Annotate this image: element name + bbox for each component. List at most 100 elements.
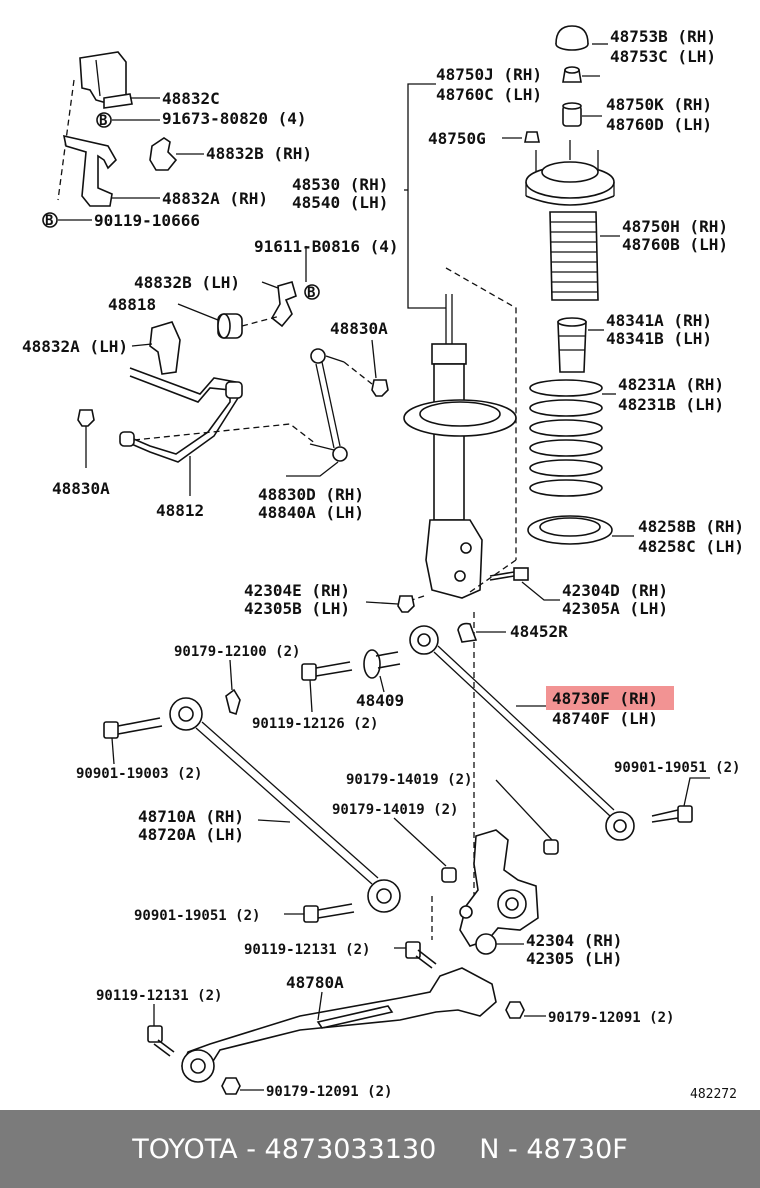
label-48830d: 48830D (RH) bbox=[258, 485, 364, 504]
stabilizer-bar bbox=[119, 367, 243, 463]
footer-gap bbox=[436, 1134, 479, 1165]
strut-cap-part bbox=[555, 25, 589, 51]
suspension-parts-diagram: B B B bbox=[22, 25, 744, 1102]
nut-48830a-left bbox=[77, 409, 95, 427]
label-90901-19003: 90901-19003 (2) bbox=[76, 766, 202, 782]
label-48409: 48409 bbox=[356, 691, 404, 710]
label-91611-b0816: 91611-B0816 (4) bbox=[254, 237, 399, 256]
trailing-arm-48780a bbox=[181, 967, 497, 1083]
stabilizer-bracket-48832a-lh bbox=[149, 321, 181, 375]
label-48812: 48812 bbox=[156, 501, 204, 520]
label-48231a: 48231A (RH) bbox=[618, 375, 724, 394]
label-48341a: 48341A (RH) bbox=[606, 311, 712, 330]
coil-spring bbox=[529, 379, 603, 497]
label-48832b-rh: 48832B (RH) bbox=[206, 144, 312, 163]
stabilizer-bracket-48832b-lh bbox=[270, 281, 297, 328]
label-48830a-top: 48830A bbox=[330, 319, 388, 338]
strut-support-mount bbox=[525, 140, 615, 206]
diagram-code: 482272 bbox=[690, 1087, 737, 1102]
label-48753b: 48753B (RH) bbox=[610, 27, 716, 46]
b-bolt-marker-2: B bbox=[42, 212, 58, 229]
label-48840a: 48840A (LH) bbox=[258, 503, 364, 522]
control-arm-48710a bbox=[169, 697, 401, 913]
dust-boot-bellows bbox=[549, 211, 599, 301]
label-90119-12131-a: 90119-12131 (2) bbox=[244, 942, 370, 958]
svg-text:B: B bbox=[45, 213, 53, 229]
bolt-90901-19051-right bbox=[651, 805, 693, 823]
steering-knuckle bbox=[459, 829, 539, 955]
nut-90179-14019-a bbox=[543, 839, 559, 855]
label-48780a: 48780A bbox=[286, 973, 344, 992]
label-90901-19051-right: 90901-19051 (2) bbox=[614, 760, 740, 776]
footer-part-number: 4873033130 bbox=[264, 1133, 437, 1165]
label-42304: 42304 (RH) bbox=[526, 931, 622, 950]
label-48832b-lh: 48832B (LH) bbox=[134, 273, 240, 292]
footer-bar: TOYOTA - 4873033130 N - 48730F bbox=[0, 1110, 760, 1188]
svg-text:B: B bbox=[307, 285, 315, 301]
nut-42304e bbox=[397, 595, 415, 613]
label-42305: 42305 (LH) bbox=[526, 949, 622, 968]
spring-insulator bbox=[527, 515, 613, 545]
label-48760b: 48760B (LH) bbox=[622, 235, 728, 254]
shock-absorber bbox=[403, 294, 517, 599]
stabilizer-bracket-48832a-rh bbox=[62, 134, 117, 207]
label-42305b: 42305B (LH) bbox=[244, 599, 350, 618]
label-48750g: 48750G bbox=[428, 129, 486, 148]
label-90901-19051-left: 90901-19051 (2) bbox=[134, 908, 260, 924]
b-bolt-marker-1: B bbox=[96, 112, 112, 129]
label-48730f: 48730F (RH) bbox=[552, 689, 658, 708]
bolt-90119-12131-b bbox=[147, 1025, 175, 1057]
label-90179-14019-b: 90179-14019 (2) bbox=[332, 802, 458, 818]
label-48231b: 48231B (LH) bbox=[618, 395, 724, 414]
label-48750j: 48750J (RH) bbox=[436, 65, 542, 84]
label-48760c: 48760C (LH) bbox=[436, 85, 542, 104]
label-48258c: 48258C (LH) bbox=[638, 537, 744, 556]
label-48341b: 48341B (LH) bbox=[606, 329, 712, 348]
bolt-42304d bbox=[489, 567, 529, 581]
nut-90179-12100 bbox=[225, 688, 241, 716]
label-48740f: 48740F (LH) bbox=[552, 709, 658, 728]
label-48540: 48540 (LH) bbox=[292, 193, 388, 212]
label-48832a-lh: 48832A (LH) bbox=[22, 337, 128, 356]
label-90179-12091-b: 90179-12091 (2) bbox=[266, 1084, 392, 1100]
nut-48452r bbox=[457, 622, 478, 643]
stabilizer-bushing-48818 bbox=[217, 313, 243, 339]
nut-90179-12091-b bbox=[221, 1077, 241, 1095]
bolt-90119-12131-a bbox=[405, 941, 437, 969]
label-90119-10666: 90119-10666 bbox=[94, 211, 200, 230]
label-48530: 48530 (RH) bbox=[292, 175, 388, 194]
label-48818: 48818 bbox=[108, 295, 156, 314]
svg-text:B: B bbox=[99, 113, 107, 129]
label-90179-12091-a: 90179-12091 (2) bbox=[548, 1010, 674, 1026]
label-48750k: 48750K (RH) bbox=[606, 95, 712, 114]
label-48258b: 48258B (RH) bbox=[638, 517, 744, 536]
label-90179-12100: 90179-12100 (2) bbox=[174, 644, 300, 660]
label-42305a: 42305A (LH) bbox=[562, 599, 668, 618]
label-48720a: 48720A (LH) bbox=[138, 825, 244, 844]
stabilizer-bracket-48832c bbox=[79, 51, 133, 109]
stabilizer-link bbox=[309, 348, 348, 462]
bolt-90119-12126 bbox=[301, 661, 353, 681]
footer-separator: - bbox=[237, 1133, 265, 1165]
label-48452r: 48452R bbox=[510, 622, 568, 641]
label-90179-14019-a: 90179-14019 (2) bbox=[346, 772, 472, 788]
label-90119-12126: 90119-12126 (2) bbox=[252, 716, 378, 732]
nut-90179-14019-b bbox=[441, 867, 457, 883]
strut-nut-part bbox=[562, 66, 582, 83]
stabilizer-bracket-48832b-rh bbox=[149, 137, 178, 171]
b-bolt-marker-3: B bbox=[304, 284, 320, 301]
highlight-box bbox=[546, 686, 674, 710]
bump-stopper bbox=[557, 317, 587, 373]
nut-90179-12091-a bbox=[505, 1001, 525, 1019]
footer-ref: N - 48730F bbox=[479, 1133, 628, 1165]
label-48710a: 48710A (RH) bbox=[138, 807, 244, 826]
label-48832c: 48832C bbox=[162, 89, 220, 108]
bolt-90901-19051-left bbox=[303, 903, 355, 923]
label-48753c: 48753C (LH) bbox=[610, 47, 716, 66]
cam-bolt-48409 bbox=[363, 649, 401, 679]
strut-cushion-part bbox=[562, 102, 582, 127]
label-48750h: 48750H (RH) bbox=[622, 217, 728, 236]
label-48832a-rh: 48832A (RH) bbox=[162, 189, 268, 208]
label-90119-12131-b: 90119-12131 (2) bbox=[96, 988, 222, 1004]
footer-brand: TOYOTA bbox=[132, 1133, 238, 1165]
